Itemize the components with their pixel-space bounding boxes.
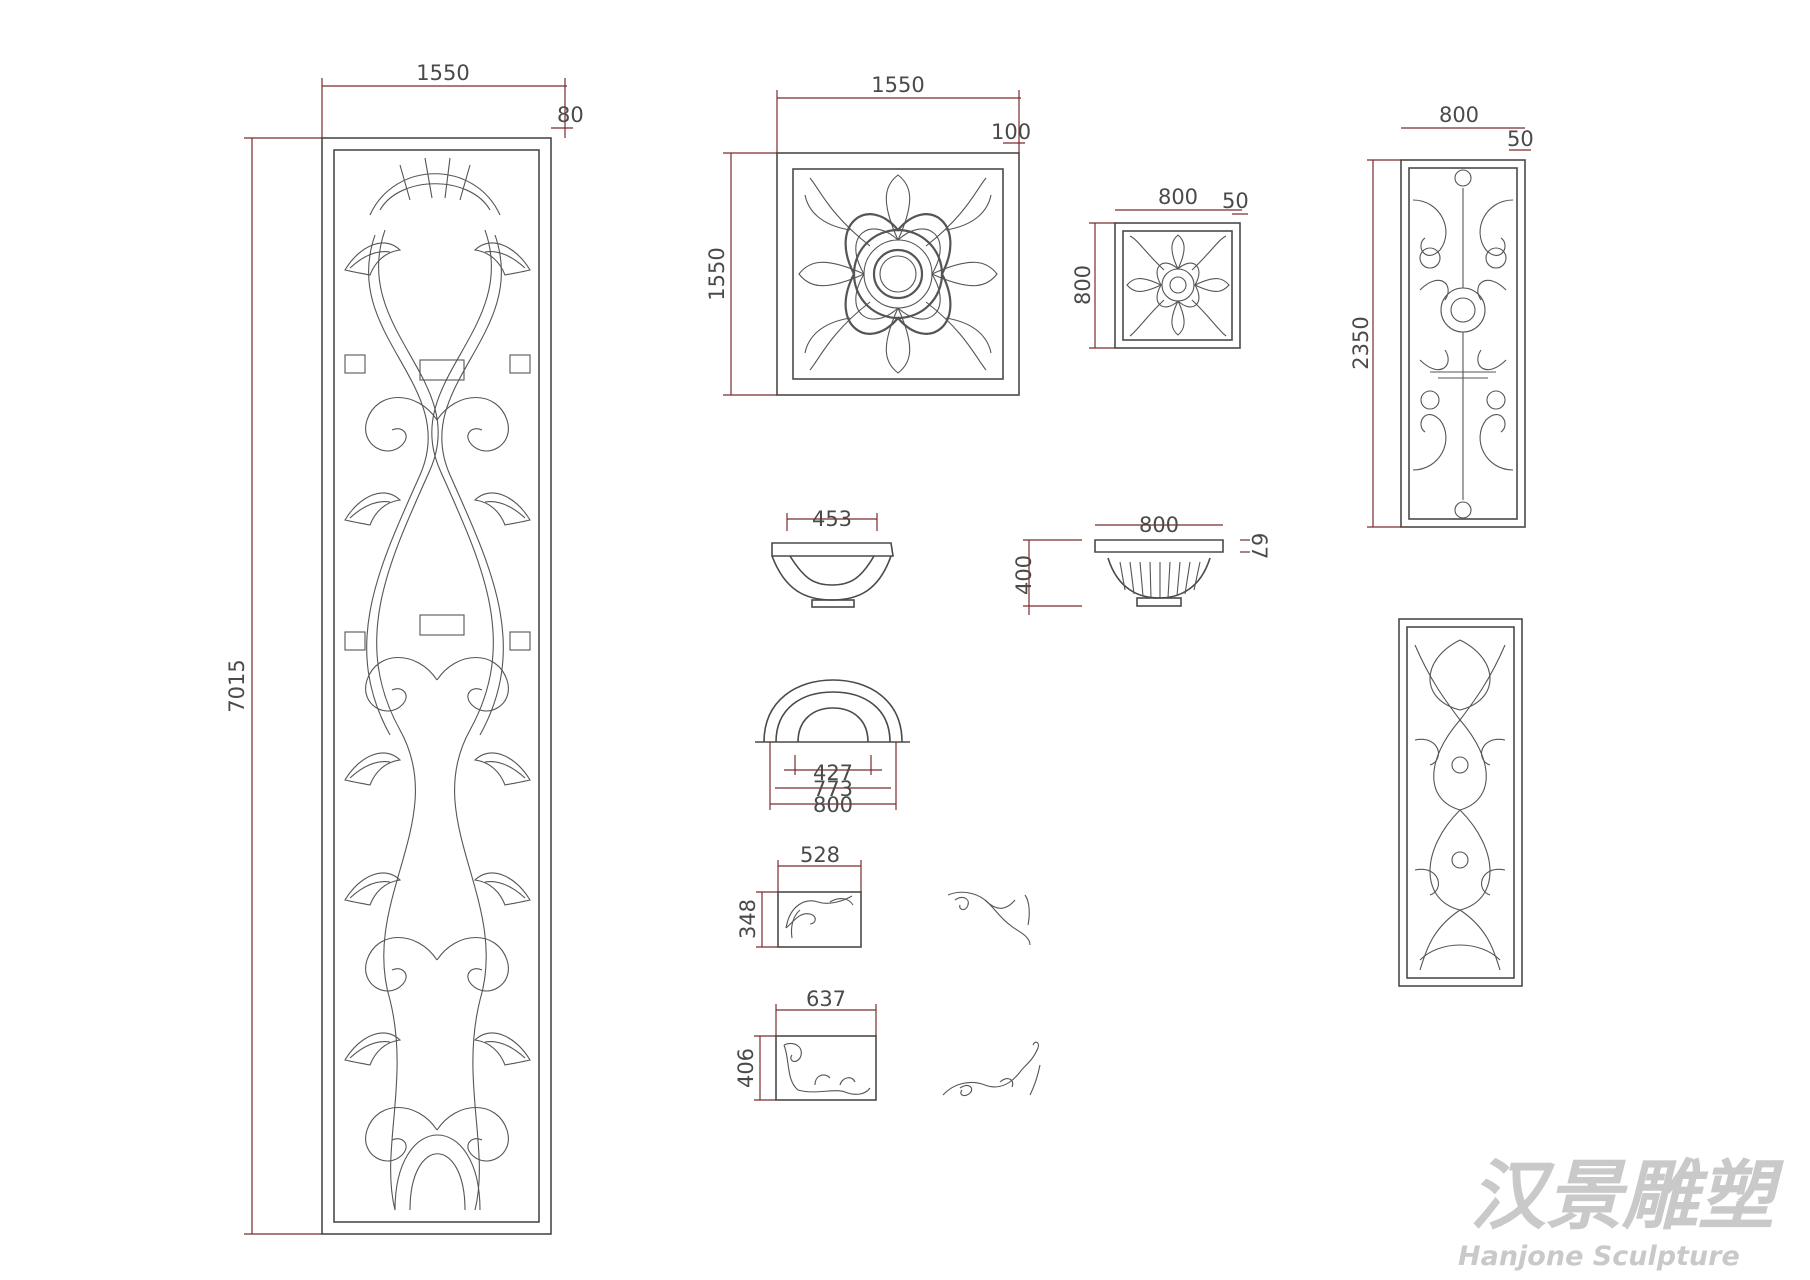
arch-outer: 800 [813,793,853,817]
bracket-small-bowl: 453 [771,507,894,608]
tall-column-edge: 80 [557,103,584,127]
tall-column-dimensions: 1550 80 7015 [225,61,584,1235]
arch-dimensions: 427 773 800 [769,742,897,817]
right-tall-ornament [1412,169,1514,519]
tall-column-panel: 1550 80 7015 [225,61,584,1235]
corner-small-dimensions: 528 348 [736,843,862,948]
right-tall-width: 800 [1439,103,1479,127]
large-square-dimensions: 1550 100 1550 [705,73,1031,396]
column-ornament [344,157,531,1211]
small-square-edge: 50 [1222,189,1249,213]
watermark-chinese-text: 汉景雕塑 [1470,1151,1785,1240]
corner-small-piece: 528 348 [736,843,1031,948]
right-lower-ornament [1414,639,1506,971]
large-square-edge: 100 [991,120,1031,144]
bracket-large-bowl-width: 800 [1139,513,1179,537]
bracket-small-bowl-width: 453 [812,507,852,531]
right-tall-edge: 50 [1507,127,1534,151]
corner-small-ornament-loose [947,891,1031,946]
corner-large-dimensions: 637 406 [734,987,877,1101]
small-square-width: 800 [1158,185,1198,209]
large-square-width: 1550 [871,73,924,97]
bracket-large-bowl-dimensions: 800 400 67 [1012,513,1271,615]
arch-piece: 427 773 800 [755,679,910,817]
watermark-english-text: Hanjone Sculpture [1458,1241,1740,1272]
tall-column-width: 1550 [416,61,469,85]
right-lower-panel [1398,618,1523,987]
corner-small-width: 528 [800,843,840,867]
right-tall-height: 2350 [1349,316,1373,369]
right-tall-dimensions: 800 50 2350 [1349,103,1534,528]
small-square-panel: 800 50 800 [1071,185,1249,349]
corner-small-height: 348 [736,899,760,939]
bracket-large-bowl-lip: 67 [1247,533,1271,560]
corner-large-ornament-loose [942,1041,1041,1097]
right-tall-panel: 800 50 2350 [1349,103,1534,528]
small-square-dimensions: 800 50 800 [1071,185,1249,349]
bracket-large-bowl-height: 400 [1012,555,1036,595]
small-square-rosette [1126,234,1230,337]
arch-middle: 773 [813,777,853,801]
corner-large-width: 637 [806,987,846,1011]
large-square-rosette [798,174,998,374]
large-square-panel: 1550 100 1550 [705,73,1031,396]
bracket-small-bowl-dimensions: 453 [786,507,878,531]
arch-inner: 427 [813,761,853,785]
brand-watermark: 汉景雕塑 Hanjone Sculpture [1458,1151,1785,1272]
corner-large-height: 406 [734,1048,758,1088]
large-square-height: 1550 [705,247,729,300]
corner-large-piece: 637 406 [734,987,1041,1101]
bracket-large-bowl: 800 400 67 [1012,513,1271,615]
tall-column-height: 7015 [225,659,249,712]
small-square-height: 800 [1071,265,1095,305]
